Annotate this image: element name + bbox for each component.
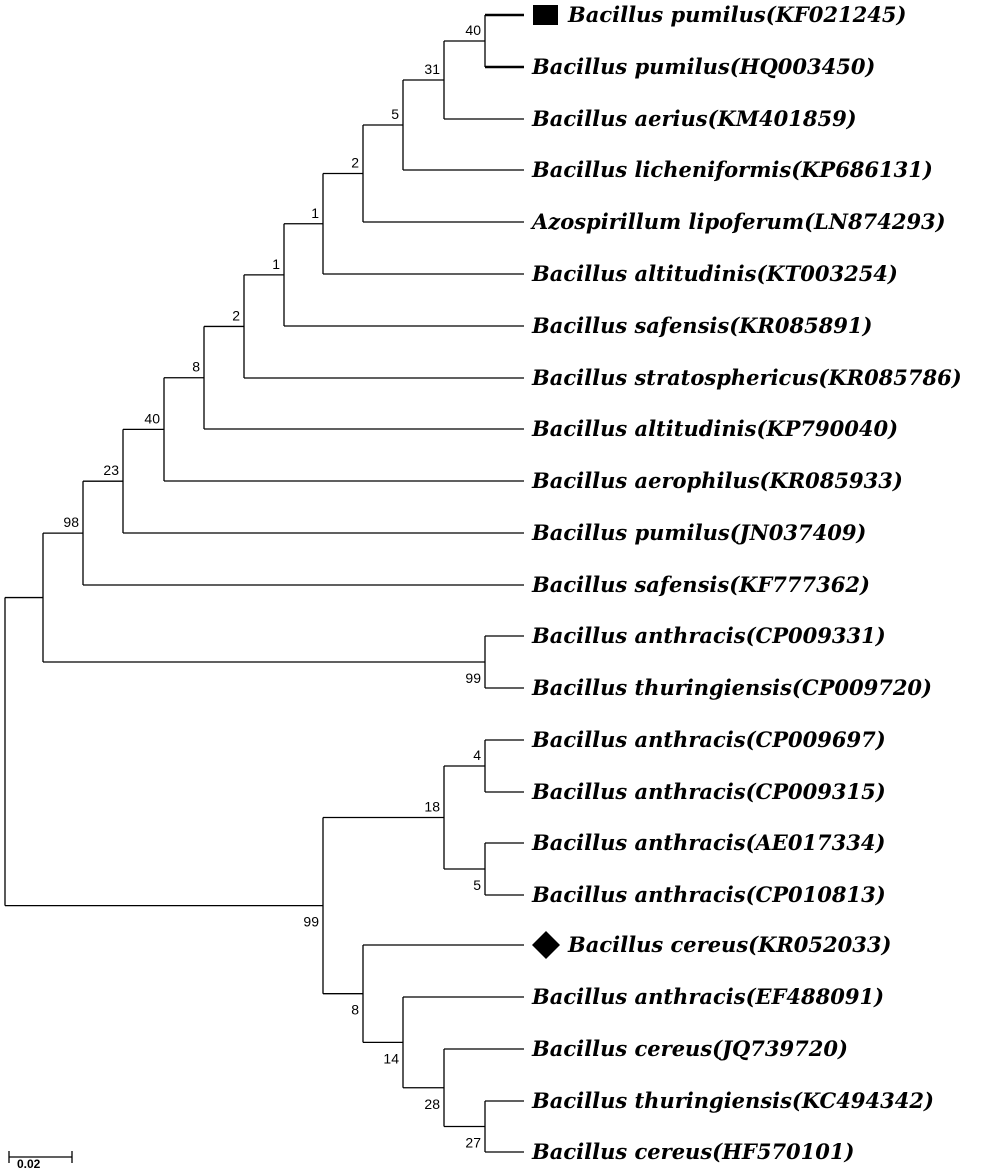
leaf-label: Bacillus pumilus(JN037409) bbox=[531, 520, 866, 545]
tree-branches bbox=[4, 13, 524, 1153]
bootstrap-value: 31 bbox=[424, 61, 440, 77]
bootstrap-value: 2 bbox=[232, 307, 240, 323]
leaf-label: Bacillus anthracis(CP009331) bbox=[531, 623, 886, 648]
square-marker bbox=[533, 5, 558, 25]
bootstrap-value: 8 bbox=[351, 1002, 359, 1018]
leaf-label: Bacillus thuringiensis(KC494342) bbox=[531, 1088, 934, 1113]
leaf-label: Bacillus altitudinis(KP790040) bbox=[531, 416, 898, 441]
leaf-label: Bacillus anthracis(CP009315) bbox=[531, 779, 886, 804]
bootstrap-value: 40 bbox=[465, 22, 481, 38]
leaf-label: Bacillus licheniformis(KP686131) bbox=[531, 157, 933, 182]
leaf-labels: Bacillus pumilus(KF021245) Bacillus pumil… bbox=[530, 2, 962, 1164]
bootstrap-value: 8 bbox=[192, 359, 200, 375]
bootstrap-value: 1 bbox=[272, 256, 280, 272]
bootstrap-value: 4 bbox=[473, 747, 481, 763]
bootstrap-value: 18 bbox=[424, 799, 440, 815]
bootstrap-value: 27 bbox=[465, 1135, 481, 1151]
bootstrap-value: 14 bbox=[383, 1050, 399, 1066]
bootstrap-value: 5 bbox=[473, 877, 481, 893]
bootstrap-value: 2 bbox=[351, 155, 359, 171]
scale-bar: 0.02 bbox=[8, 1151, 73, 1170]
bootstrap-value: 5 bbox=[391, 106, 399, 122]
leaf-label: Bacillus anthracis(CP009697) bbox=[531, 727, 886, 752]
bootstrap-value: 28 bbox=[424, 1096, 440, 1112]
leaf-label: Bacillus safensis(KR085891) bbox=[531, 313, 872, 338]
leaf-label: Bacillus anthracis(CP010813) bbox=[531, 882, 886, 907]
bootstrap-value: 1 bbox=[311, 205, 319, 221]
leaf-label: Azospirillum lipoferum(LN874293) bbox=[530, 209, 946, 234]
bootstrap-value: 99 bbox=[465, 670, 481, 686]
leaf-label: Bacillus aerophilus(KR085933) bbox=[531, 468, 903, 493]
leaf-label: Bacillus pumilus(HQ003450) bbox=[531, 54, 875, 79]
leaf-label: Bacillus cereus(JQ739720) bbox=[531, 1036, 848, 1061]
leaf-label: Bacillus anthracis(EF488091) bbox=[531, 984, 884, 1009]
leaf-label: Bacillus cereus(HF570101) bbox=[531, 1139, 854, 1164]
diamond-marker bbox=[532, 931, 560, 959]
leaf-label: Bacillus altitudinis(KT003254) bbox=[531, 261, 898, 286]
leaf-label: Bacillus stratosphericus(KR085786) bbox=[531, 365, 962, 390]
leaf-label: Bacillus pumilus(KF021245) bbox=[567, 2, 906, 27]
leaf-label: Bacillus cereus(KR052033) bbox=[567, 932, 891, 957]
bootstrap-value: 99 bbox=[303, 914, 319, 930]
scale-bar-label: 0.02 bbox=[17, 1157, 41, 1170]
leaf-label: Bacillus aerius(KM401859) bbox=[531, 106, 857, 131]
bootstrap-value: 40 bbox=[144, 410, 160, 426]
bootstrap-value: 98 bbox=[63, 514, 79, 530]
leaf-label: Bacillus safensis(KF777362) bbox=[531, 572, 870, 597]
bootstrap-value: 23 bbox=[103, 462, 119, 478]
leaf-label: Bacillus thuringiensis(CP009720) bbox=[531, 675, 932, 700]
leaf-label: Bacillus anthracis(AE017334) bbox=[531, 830, 885, 855]
